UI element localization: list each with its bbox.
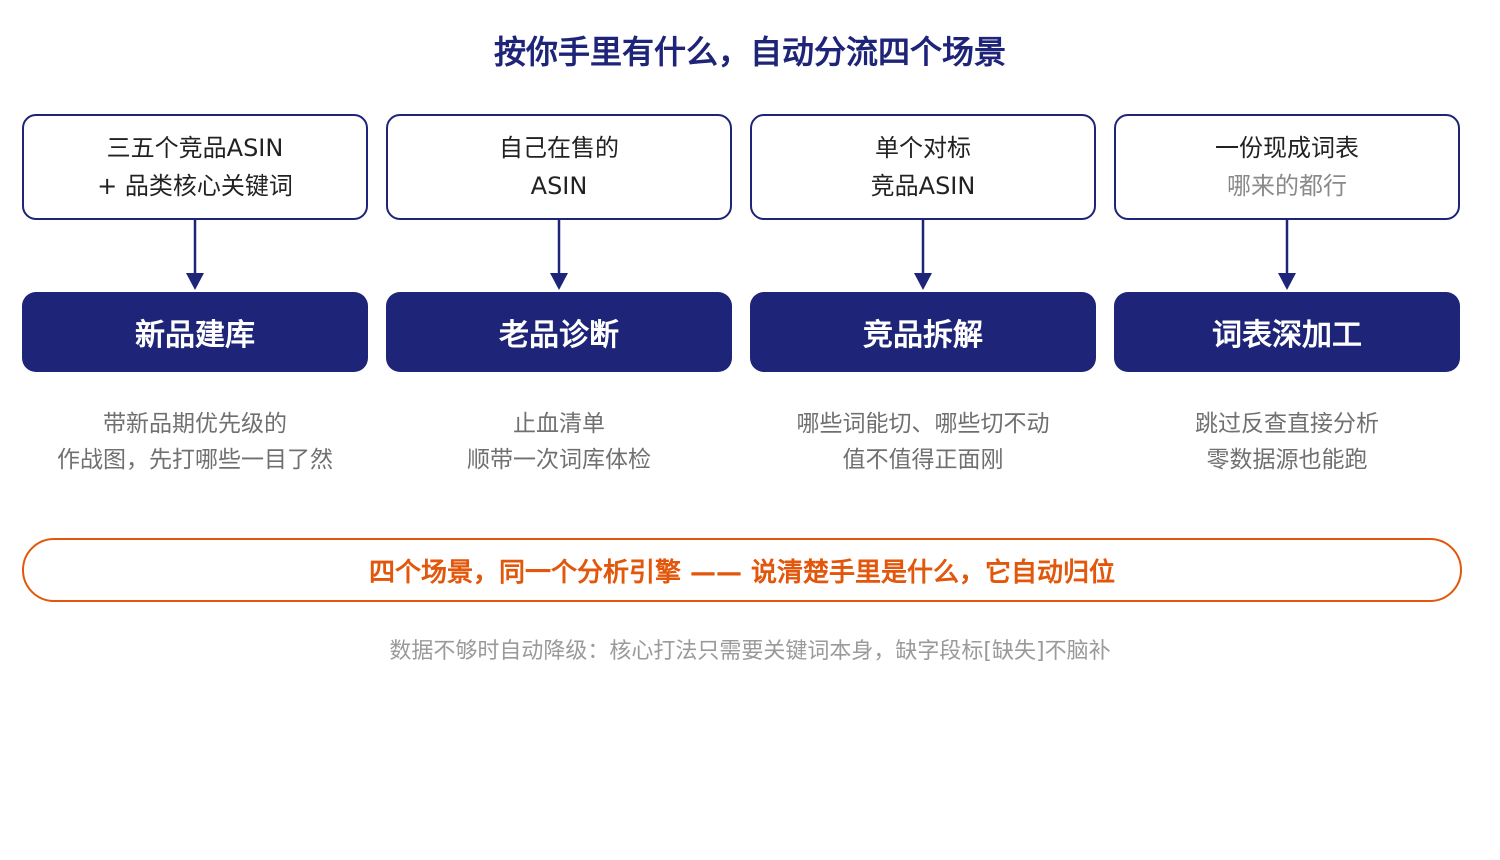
description-line: 顺带一次词库体检 bbox=[467, 447, 651, 473]
description-line: 带新品期优先级的 bbox=[103, 411, 287, 437]
scenario-title-box: 新品建库 bbox=[22, 292, 368, 372]
description-line: 跳过反查直接分析 bbox=[1195, 411, 1379, 437]
scenario-title: 竞品拆解 bbox=[863, 318, 983, 353]
scenario-description: 止血清单 顺带一次词库体检 bbox=[386, 406, 732, 478]
scenario-title: 老品诊断 bbox=[499, 318, 619, 353]
scenario-title: 词表深加工 bbox=[1212, 318, 1362, 353]
page-title: 按你手里有什么，自动分流四个场景 bbox=[493, 33, 1006, 71]
scenario-column-old-product: 自己在售的 ASIN 老品诊断 止血清单 顺带一次词库体检 bbox=[386, 114, 732, 478]
input-line: + 品类核心关键词 bbox=[97, 172, 293, 200]
scenario-column-competitor: 单个对标 竞品ASIN 竞品拆解 哪些词能切、哪些切不动 值不值得正面刚 bbox=[750, 114, 1096, 478]
scenario-title-box: 词表深加工 bbox=[1114, 292, 1460, 372]
input-line-muted: 哪来的都行 bbox=[1227, 172, 1347, 200]
scenario-title-box: 竞品拆解 bbox=[750, 292, 1096, 372]
down-arrow-icon bbox=[22, 220, 368, 292]
description-line: 哪些词能切、哪些切不动 bbox=[796, 411, 1050, 437]
input-box: 单个对标 竞品ASIN bbox=[750, 114, 1096, 220]
description-line: 止血清单 bbox=[513, 411, 605, 437]
scenario-title-box: 老品诊断 bbox=[386, 292, 732, 372]
scenario-column-wordlist: 一份现成词表 哪来的都行 词表深加工 跳过反查直接分析 零数据源也能跑 bbox=[1114, 114, 1460, 478]
scenario-column-new-product: 三五个竞品ASIN + 品类核心关键词 新品建库 带新品期优先级的 作战图，先打… bbox=[22, 114, 368, 478]
scenario-description: 跳过反查直接分析 零数据源也能跑 bbox=[1114, 406, 1460, 478]
description-line: 作战图，先打哪些一目了然 bbox=[57, 447, 333, 473]
scenario-description: 哪些词能切、哪些切不动 值不值得正面刚 bbox=[750, 406, 1096, 478]
banner-text: 四个场景，同一个分析引擎 —— 说清楚手里是什么，它自动归位 bbox=[368, 557, 1116, 588]
input-line: 三五个竞品ASIN bbox=[106, 134, 284, 162]
input-line: 一份现成词表 bbox=[1215, 134, 1359, 162]
input-line: 单个对标 bbox=[875, 134, 971, 162]
down-arrow-icon bbox=[750, 220, 1096, 292]
down-arrow-icon bbox=[386, 220, 732, 292]
input-line: 自己在售的 bbox=[499, 134, 619, 162]
scenario-description: 带新品期优先级的 作战图，先打哪些一目了然 bbox=[22, 406, 368, 478]
scenario-title: 新品建库 bbox=[135, 318, 255, 353]
description-line: 零数据源也能跑 bbox=[1206, 447, 1368, 473]
input-line: 竞品ASIN bbox=[870, 172, 976, 200]
input-box: 自己在售的 ASIN bbox=[386, 114, 732, 220]
description-line: 值不值得正面刚 bbox=[842, 447, 1004, 473]
footnote: 数据不够时自动降级：核心打法只需要关键词本身，缺字段标[缺失]不脑补 bbox=[389, 639, 1111, 664]
input-line: ASIN bbox=[530, 172, 588, 200]
input-box: 一份现成词表 哪来的都行 bbox=[1114, 114, 1460, 220]
down-arrow-icon bbox=[1114, 220, 1460, 292]
engine-banner: 四个场景，同一个分析引擎 —— 说清楚手里是什么，它自动归位 bbox=[22, 538, 1462, 602]
input-box: 三五个竞品ASIN + 品类核心关键词 bbox=[22, 114, 368, 220]
